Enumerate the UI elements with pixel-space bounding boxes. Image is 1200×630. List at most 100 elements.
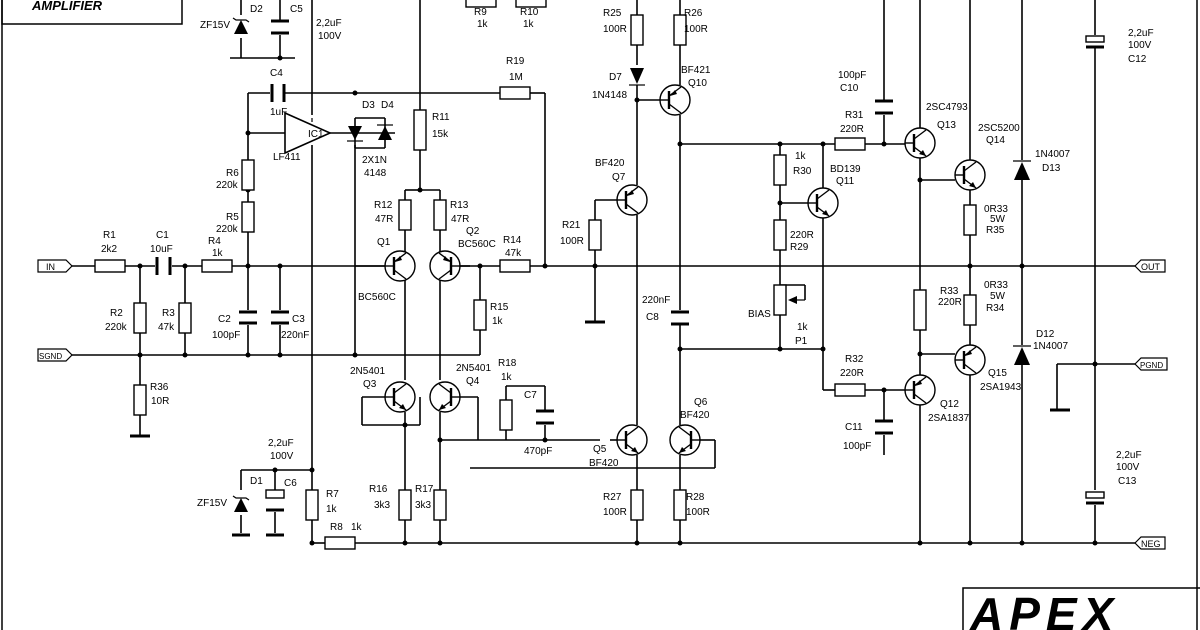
- label-q1: Q1: [377, 237, 391, 248]
- label-r28: R28: [686, 492, 705, 503]
- transistor-q10: [658, 83, 692, 117]
- label-r9: R9: [474, 7, 487, 18]
- capacitor-c8: [671, 310, 689, 326]
- transistors: [383, 83, 987, 457]
- label-r14: R14: [503, 235, 522, 246]
- value-r26: 100R: [684, 24, 708, 35]
- value-r25: 100R: [603, 24, 627, 35]
- port-pgnd: [1134, 357, 1168, 371]
- label-c5: C5: [290, 4, 303, 15]
- capacitors: [155, 19, 1105, 512]
- label-zf15v-top: ZF15V: [200, 20, 230, 31]
- label-q13: Q13: [937, 120, 956, 131]
- port-neg-label: NEG: [1141, 539, 1161, 549]
- label-r27: R27: [603, 492, 622, 503]
- resistor-r33: [913, 289, 927, 331]
- value-c4: 1uF: [270, 107, 287, 118]
- port-in: [37, 259, 73, 273]
- label-c7: C7: [524, 390, 537, 401]
- value-r9: 1k: [477, 19, 489, 30]
- label-r21: R21: [562, 220, 581, 231]
- label-c12: C12: [1128, 54, 1147, 65]
- transistor-q3: [383, 380, 417, 414]
- label-lf411: LF411: [273, 152, 301, 163]
- value-r33: 220R: [938, 297, 962, 308]
- label-d3: D3: [362, 100, 375, 111]
- label-q2: Q2: [466, 226, 480, 237]
- value-r30: 1k: [795, 151, 807, 162]
- type-d13: 1N4007: [1035, 149, 1070, 160]
- label-c11: C11: [845, 422, 863, 433]
- label-r33: R33: [940, 286, 959, 297]
- value-c6-b: 100V: [270, 451, 294, 462]
- resistor-r11: [413, 109, 427, 151]
- resistor-r18: [499, 399, 513, 431]
- label-r12: R12: [374, 200, 393, 211]
- resistor-r15: [473, 299, 487, 331]
- label-p1: P1: [795, 336, 808, 347]
- label-r31: R31: [845, 110, 864, 121]
- value-c13-a: 2,2uF: [1116, 450, 1142, 461]
- value-r2: 220k: [105, 322, 128, 333]
- value-r6: 220k: [216, 180, 239, 191]
- type-q12: 2SA1837: [928, 413, 970, 424]
- label-r11: R11: [432, 112, 450, 123]
- resistor-r34: [963, 294, 977, 326]
- value-r14: 47k: [505, 248, 522, 259]
- label-d4: D4: [381, 100, 394, 111]
- value-r8: 1k: [351, 522, 363, 533]
- value-r11: 15k: [432, 129, 449, 140]
- label-c10: C10: [840, 83, 859, 94]
- capacitor-c6: [265, 489, 285, 512]
- resistor-r31: [834, 137, 866, 151]
- label-c2: C2: [218, 314, 231, 325]
- label-q3: Q3: [363, 379, 377, 390]
- transistor-q2: [428, 249, 462, 283]
- label-q12: Q12: [940, 399, 959, 410]
- value-r34-b: 5W: [990, 291, 1006, 302]
- value-c5-b: 100V: [318, 31, 342, 42]
- port-neg: [1134, 536, 1166, 550]
- zener-diode-d2: [232, 17, 250, 34]
- type-q2: BC560C: [458, 239, 496, 250]
- label-r17: R17: [415, 484, 434, 495]
- resistor-r32: [834, 383, 866, 397]
- resistor-r35: [963, 204, 977, 236]
- transistor-q7: [615, 183, 649, 217]
- port-out-label: OUT: [1141, 262, 1161, 272]
- value-r21: 100R: [560, 236, 584, 247]
- label-r15: R15: [490, 302, 509, 313]
- value-r16: 3k3: [374, 500, 391, 511]
- label-d1: D1: [250, 476, 263, 487]
- label-r5: R5: [226, 212, 239, 223]
- label-q6: Q6: [694, 397, 708, 408]
- value-d34-b: 4148: [364, 168, 387, 179]
- type-q11: BD139: [830, 164, 861, 175]
- transistor-q11: [806, 186, 840, 220]
- value-c3: 220nF: [281, 330, 309, 341]
- label-q10: Q10: [688, 78, 707, 89]
- zener-diode-d1: [232, 495, 250, 512]
- capacitor-c2: [239, 310, 257, 325]
- label-ic1: IC1: [308, 129, 324, 140]
- capacitor-c5: [271, 19, 289, 35]
- label-r32: R32: [845, 354, 864, 365]
- capacitor-c13: [1085, 491, 1105, 505]
- label-c4: C4: [270, 68, 283, 79]
- capacitor-c1: [155, 257, 172, 275]
- resistors: [94, 0, 977, 550]
- value-r12: 47R: [375, 214, 393, 225]
- value-r17: 3k3: [415, 500, 432, 511]
- diodes: [232, 17, 1031, 512]
- port-sgnd: [37, 348, 73, 362]
- type-q4: 2N5401: [456, 363, 491, 374]
- resistor-r21: [588, 219, 602, 251]
- diode-d12: [1013, 345, 1031, 365]
- value-c12-a: 2,2uF: [1128, 28, 1154, 39]
- value-c13-b: 100V: [1116, 462, 1140, 473]
- value-r29: 220R: [790, 230, 814, 241]
- capacitor-c3: [271, 310, 289, 325]
- value-r7: 1k: [326, 504, 338, 515]
- port-out: [1134, 259, 1166, 273]
